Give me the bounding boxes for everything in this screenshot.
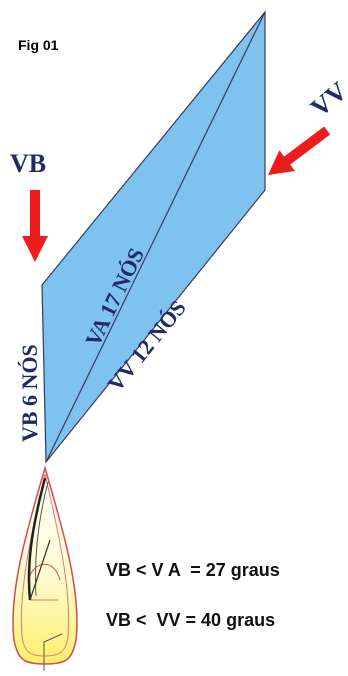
equation-vb-vv: VB < VV = 40 graus — [106, 610, 276, 630]
vb-arrow-label: VB — [10, 149, 46, 178]
sailboat-icon — [12, 465, 78, 671]
vb-arrow — [22, 190, 48, 262]
vb-side-label: VB 6 NÓS — [17, 344, 42, 442]
figure-label: Fig 01 — [18, 37, 59, 53]
equation-vb-va: VB < V A = 27 graus — [106, 560, 280, 580]
velocity-parallelogram — [41, 10, 266, 464]
vv-arrow — [268, 126, 331, 176]
apparent-wind-diagonal — [45, 11, 266, 463]
vv-arrow-label: VV — [305, 76, 348, 122]
